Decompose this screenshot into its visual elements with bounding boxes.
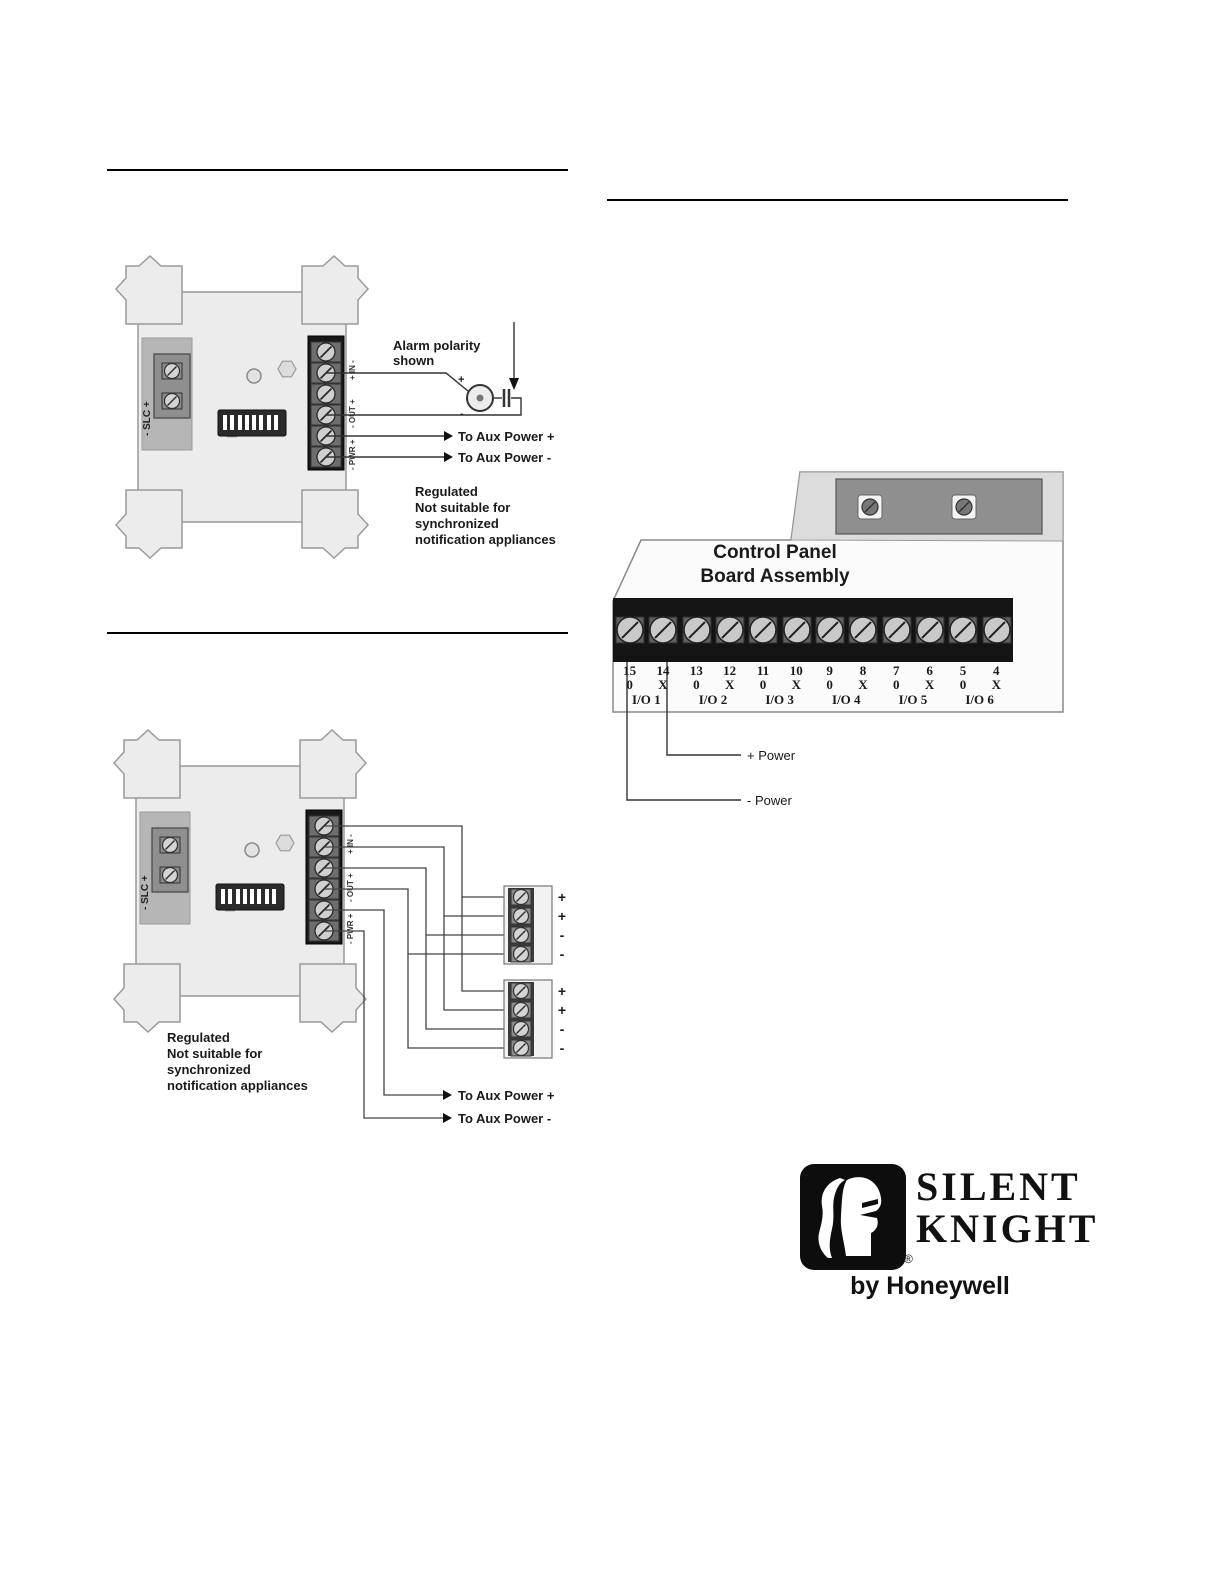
block2-sign: - — [559, 1040, 565, 1056]
alarm-note-line2: shown — [393, 353, 435, 368]
figure3-wires — [324, 825, 508, 1119]
io-label: I/O 6 — [965, 692, 994, 707]
io-label: I/O 5 — [898, 692, 928, 707]
brand-name-line2: KNIGHT — [916, 1206, 1099, 1251]
aux-power-plus-label: To Aux Power + — [458, 1088, 555, 1103]
figure3-arrowheads — [443, 1090, 452, 1123]
aux-plus-arrow-icon — [444, 431, 453, 441]
figure1-wires — [326, 322, 522, 458]
block1-sign: - — [559, 946, 565, 962]
block1-sign: - — [559, 927, 565, 943]
brand-name-line1: SILENT — [916, 1164, 1081, 1209]
horn-plus-mark: + — [458, 374, 465, 386]
aux-power-minus-label: To Aux Power - — [458, 1111, 552, 1126]
appliance-block-2 — [504, 980, 552, 1058]
io-label: I/O 3 — [765, 692, 794, 707]
aux-power-minus-label: To Aux Power - — [458, 450, 552, 465]
control-panel-board — [612, 471, 1064, 801]
plus-power-label: + Power — [747, 748, 796, 763]
polarity-arrow-icon — [509, 378, 519, 390]
module-figure1 — [116, 256, 368, 558]
block1-sign: + — [557, 908, 567, 924]
horn-minus-mark: - — [460, 408, 464, 420]
io-label: I/O 4 — [832, 692, 861, 707]
module-figure3 — [114, 730, 366, 1032]
aux-minus-arrow-icon — [444, 452, 453, 462]
block2-sign: + — [557, 983, 567, 999]
silent-knight-logo-mark — [800, 1164, 906, 1270]
alarm-polarity-note: Alarm polarity shown — [393, 338, 503, 368]
block1-sign: + — [557, 889, 567, 905]
aux-power-plus-label: To Aux Power + — [458, 429, 555, 444]
knight-helmet-icon — [818, 1177, 882, 1258]
section-rule-left-middle — [107, 632, 568, 634]
section-rule-left-top — [107, 169, 568, 171]
io-label: I/O 2 — [698, 692, 728, 707]
panel-power-wires — [626, 662, 741, 801]
figure1-arrowheads — [444, 378, 519, 462]
io-label-row: I/O 1 I/O 2 I/O 3 I/O 4 I/O 5 I/O 6 — [613, 693, 1013, 707]
brand-byline: by Honeywell — [850, 1272, 1010, 1300]
aux-plus-arrow-icon — [443, 1090, 452, 1100]
terminal-strip — [613, 598, 1013, 662]
block2-sign: + — [557, 1002, 567, 1018]
panel-title: Control Panel Board Assembly — [700, 542, 850, 587]
minus-power-label: - Power — [747, 793, 792, 808]
io-label: I/O 1 — [632, 692, 661, 707]
block2-sign: - — [559, 1021, 565, 1037]
registered-mark: ® — [904, 1252, 913, 1266]
regulated-note-1: Regulated Not suitable for synchronized … — [415, 484, 556, 547]
aux-minus-arrow-icon — [443, 1113, 452, 1123]
regulated-note-2: Regulated Not suitable for synchronized … — [167, 1030, 308, 1093]
alarm-note-line1: Alarm polarity — [393, 338, 481, 353]
horn-center — [476, 394, 484, 402]
section-rule-right-top — [607, 199, 1068, 201]
appliance-block-1 — [504, 886, 552, 964]
